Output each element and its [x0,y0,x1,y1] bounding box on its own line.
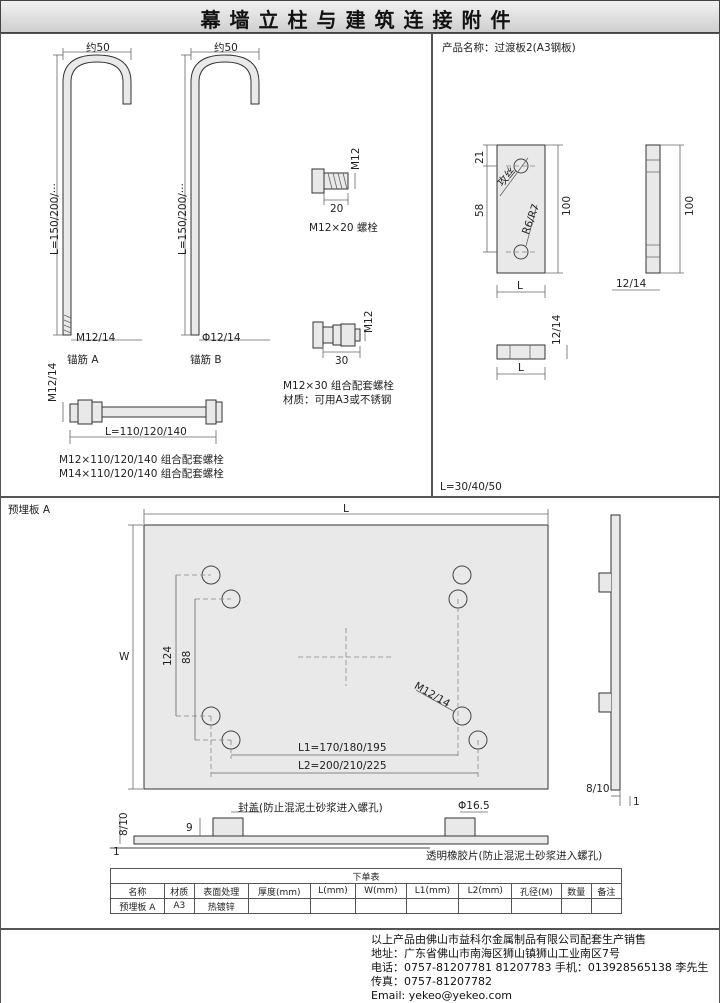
transition-plate-bottom-thickness: 12/14 [551,314,563,345]
bolt-m12x30-size: M12 [363,310,375,333]
transition-plate-dim-58: 58 [474,203,486,217]
long-bolt-length: L=110/120/140 [105,426,187,438]
transition-plate-bottom-width: L [518,362,524,374]
table-header: 备注 [590,883,623,899]
table-header: W(mm) [355,883,407,899]
anchor-b-length-label: L=150/200/··· [177,183,189,255]
embed-plate-W-label: W [119,651,130,663]
embed-plate-section-thickness: 8/10 [118,812,130,836]
anchor-a-drawing [53,48,142,341]
embed-plate-drawing [110,509,631,849]
table-cell [309,898,357,914]
table-cell: 热镀锌 [193,898,249,914]
transition-plate-dim-21: 21 [474,150,486,164]
transition-plate-width-label: L [517,280,523,292]
table-cell [560,898,592,914]
table-cell [355,898,407,914]
order-table: 下单表 名称 材质 表面处理 厚度(mm) L(mm) W(mm) L1(mm)… [110,868,623,914]
bolt-m12x30-length: 30 [335,355,349,367]
contact-phone: 电话：0757-81207781 81207783 手机：01392856513… [371,961,709,974]
table-cell [590,898,623,914]
title-bar [0,0,720,33]
table-header: L1(mm) [405,883,460,899]
embed-plate-dia-label: Φ16.5 [458,800,490,812]
contact-info: 以上产品由佛山市益科尔金属制品有限公司配套生产销售 地址：广东省佛山市南海区狮山… [371,933,708,1003]
embed-plate-section-1: 1 [113,846,120,858]
table-cell: A3 [163,898,195,914]
table-header: 厚度(mm) [247,883,311,899]
table-header: L(mm) [309,883,357,899]
embed-plate-dim-88: 88 [181,650,193,664]
embed-plate-section-9: 9 [186,822,193,834]
long-bolt-drawing [62,399,223,444]
table-header: 名称 [110,883,165,899]
anchor-b-name: 锚筋 B [190,354,222,366]
embed-plate-side-1: 1 [633,796,640,808]
bolt-m12x20-caption: M12×20 螺栓 [309,222,378,234]
table-cell [511,898,562,914]
long-bolt-caption-2: M14×110/120/140 组合配套螺栓 [59,468,224,480]
transition-plate-thickness-label: 12/14 [616,278,647,290]
table-cell [458,898,513,914]
bolt-m12x30-caption-2: 材质：可用A3或不锈钢 [283,394,392,406]
table-header: 材质 [163,883,195,899]
embed-plate-dim-124: 124 [162,645,174,666]
transition-plate-product-name: 产品名称：过渡板2(A3钢板) [442,42,576,54]
transition-plate-drawing [483,144,684,380]
table-caption-row: 下单表 [110,868,622,884]
table-cell [247,898,311,914]
table-cell [405,898,460,914]
table-header: 孔径(M) [511,883,562,899]
contact-address: 地址：广东省佛山市南海区狮山镇狮山工业南区7号 [371,947,620,960]
transition-plate-side-dim-100: 100 [684,195,696,216]
transition-plate-dim-100: 100 [561,195,573,216]
embed-plate-cap-label: 封盖(防止混泥土砂浆进入螺孔) [238,802,383,814]
bolt-m12x20-size: M12 [350,147,362,170]
anchor-a-width-label: 约50 [86,42,110,54]
table-header: 数量 [560,883,592,899]
anchor-b-dia-label: Φ12/14 [202,332,241,344]
embed-plate-l1-label: L1=170/180/195 [298,742,387,754]
table-header: L2(mm) [458,883,513,899]
contact-fax: 传真：0757-81207782 [371,975,492,988]
table-row: 预埋板 A A3 热镀锌 [110,898,623,914]
bolt-m12x30-caption-1: M12×30 组合配套螺栓 [283,380,394,392]
embed-plate-L-label: L [343,503,349,515]
anchor-b-width-label: 约50 [214,42,238,54]
table-cell: 预埋板 A [110,898,165,914]
page-title: 幕墙立柱与建筑连接附件 [200,8,520,32]
table-caption: 下单表 [110,868,622,884]
embed-plate-rubber-label: 透明橡胶片(防止混泥土砂浆进入螺孔) [426,850,603,862]
anchor-b-drawing [181,48,270,341]
bolt-m12x20-drawing [311,168,356,205]
long-bolt-caption-1: M12×110/120/140 组合配套螺栓 [59,454,224,466]
long-bolt-size: M12/14 [47,362,59,402]
bolt-m12x20-length: 20 [330,203,344,215]
panel-anchors-bolts [0,33,432,497]
embed-plate-side-thickness: 8/10 [586,783,610,795]
contact-email: Email: yekeo@yekeo.com [371,989,513,1002]
embed-plate-section-title: 预埋板 A [8,504,51,516]
table-header: 表面处理 [193,883,249,899]
anchor-a-length-label: L=150/200/··· [49,183,61,255]
anchor-a-thread-label: M12/14 [76,332,116,344]
contact-line-1: 以上产品由佛山市益科尔金属制品有限公司配套生产销售 [371,933,646,946]
bolt-m12x30-drawing [312,321,366,358]
embed-plate-l2-label: L2=200/210/225 [298,760,387,772]
table-header-row: 名称 材质 表面处理 厚度(mm) L(mm) W(mm) L1(mm) L2(… [110,883,623,899]
transition-plate-length-note: L=30/40/50 [440,481,502,493]
anchor-a-name: 锚筋 A [67,354,99,366]
